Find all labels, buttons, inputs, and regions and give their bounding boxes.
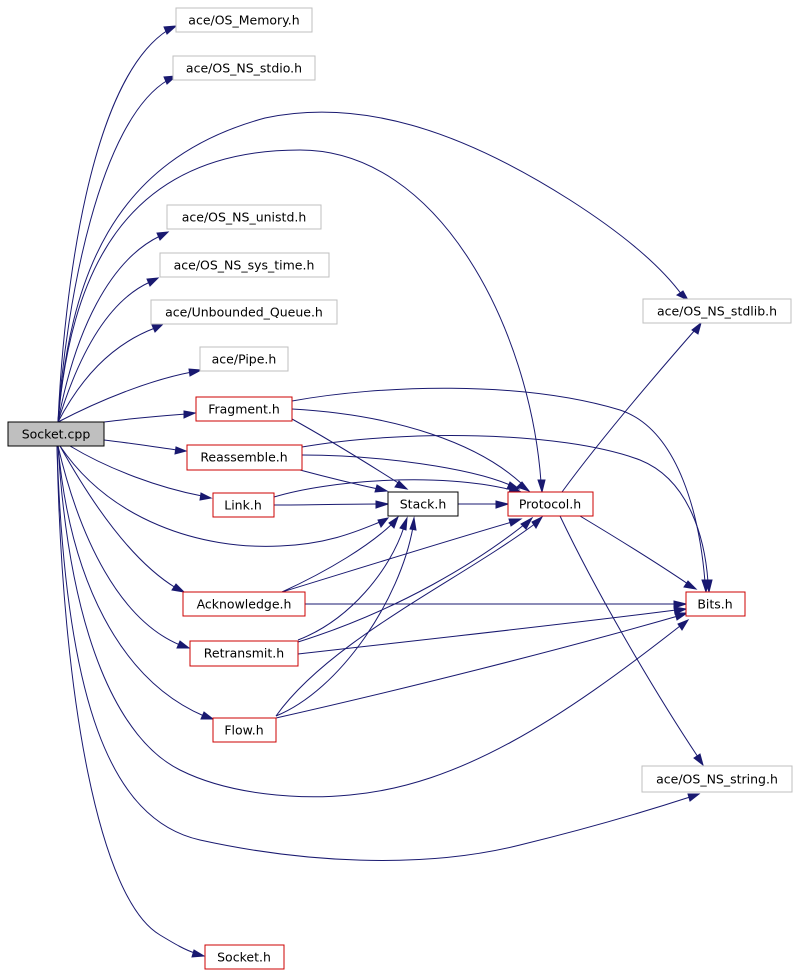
node-label: Acknowledge.h	[197, 597, 292, 612]
node-socket-h[interactable]: Socket.h	[204, 944, 285, 970]
edge-socket-cpp-to-flow	[57, 445, 215, 720]
edge-acknowledge-to-stack	[281, 515, 399, 593]
edge-socket-cpp-to-acknowledge	[59, 445, 186, 593]
edge-reassemble-to-bits	[301, 435, 713, 594]
node-label: Bits.h	[697, 597, 732, 612]
edge-socket-cpp-to-link	[69, 445, 213, 501]
node-label: Socket.cpp	[22, 427, 91, 442]
node-label: Stack.h	[400, 497, 447, 512]
edge-socket-cpp-to-os-ns-unistd	[57, 231, 170, 423]
node-retransmit-h[interactable]: Retransmit.h	[189, 640, 299, 667]
node-label: Link.h	[224, 498, 262, 513]
node-ace-os-ns-sys-time[interactable]: ace/OS_NS_sys_time.h	[159, 252, 330, 278]
edge-fragment-to-stack	[291, 418, 409, 490]
node-socket-cpp[interactable]: Socket.cpp	[7, 421, 105, 447]
edge-protocol-to-bits	[579, 515, 698, 590]
edge-socket-cpp-to-os-ns-stdlib	[57, 111, 690, 423]
edge-flow-to-stack	[275, 516, 417, 717]
node-stack-h[interactable]: Stack.h	[387, 491, 459, 517]
edge-protocol-to-os-ns-stdlib	[561, 321, 702, 493]
edge-socket-cpp-to-socket-h	[56, 445, 206, 958]
node-label: ace/OS_NS_stdlib.h	[657, 304, 777, 319]
node-label: ace/OS_NS_stdio.h	[186, 61, 302, 76]
edge-socket-cpp-to-os-ns-sys-time	[57, 277, 160, 423]
edge-reassemble-to-protocol	[301, 454, 521, 490]
node-acknowledge-h[interactable]: Acknowledge.h	[182, 591, 306, 617]
node-ace-os-ns-string[interactable]: ace/OS_NS_string.h	[641, 765, 793, 793]
edge-link-to-stack	[273, 500, 390, 509]
edge-socket-cpp-to-stack	[59, 445, 390, 547]
edge-socket-cpp-to-bits-arc	[57, 445, 690, 798]
node-ace-os-ns-stdio[interactable]: ace/OS_NS_stdio.h	[172, 55, 316, 81]
node-label: ace/Unbounded_Queue.h	[165, 305, 323, 320]
node-ace-pipe[interactable]: ace/Pipe.h	[199, 346, 289, 372]
node-label: Retransmit.h	[204, 646, 284, 661]
edge-retransmit-to-stack	[297, 516, 408, 641]
edge-acknowledge-to-protocol	[281, 518, 523, 593]
node-reassemble-h[interactable]: Reassemble.h	[186, 444, 303, 471]
node-fragment-h[interactable]: Fragment.h	[195, 396, 293, 422]
node-label: Fragment.h	[208, 402, 280, 417]
edge-protocol-to-os-ns-string	[559, 515, 704, 767]
edge-stack-to-protocol	[458, 500, 510, 509]
edge-socket-cpp-to-fragment	[103, 410, 197, 423]
node-label: Reassemble.h	[200, 450, 287, 465]
edge-acknowledge-to-bits	[305, 600, 688, 609]
edge-socket-cpp-to-os-ns-string	[56, 445, 701, 861]
node-label: Flow.h	[224, 723, 263, 738]
node-label: ace/OS_NS_unistd.h	[182, 210, 307, 225]
edge-flow-to-bits	[275, 612, 689, 719]
node-ace-unbounded-queue[interactable]: ace/Unbounded_Queue.h	[150, 299, 338, 325]
node-bits-h[interactable]: Bits.h	[685, 591, 746, 617]
edge-retransmit-to-bits	[297, 606, 688, 655]
node-label: Protocol.h	[519, 497, 581, 512]
edge-fragment-to-protocol	[291, 408, 531, 492]
node-label: ace/OS_Memory.h	[188, 13, 299, 28]
node-label: ace/Pipe.h	[212, 352, 277, 367]
node-ace-os-ns-stdlib[interactable]: ace/OS_NS_stdlib.h	[642, 298, 792, 324]
node-flow-h[interactable]: Flow.h	[212, 717, 277, 743]
node-protocol-h[interactable]: Protocol.h	[507, 491, 594, 517]
node-label: Socket.h	[217, 950, 271, 965]
edge-socket-cpp-to-pipe	[57, 368, 203, 423]
node-label: ace/OS_NS_sys_time.h	[174, 258, 315, 273]
node-ace-os-memory[interactable]: ace/OS_Memory.h	[175, 7, 313, 33]
edge-socket-cpp-to-protocol-arc	[57, 149, 546, 494]
edge-socket-cpp-to-retransmit	[57, 445, 191, 649]
edge-socket-cpp-to-unbounded-queue	[57, 323, 165, 423]
edge-socket-cpp-to-os-memory	[57, 25, 178, 423]
node-link-h[interactable]: Link.h	[212, 492, 275, 518]
edge-flow-to-protocol	[275, 515, 544, 717]
edge-reassemble-to-stack	[299, 469, 389, 493]
node-ace-os-ns-unistd[interactable]: ace/OS_NS_unistd.h	[166, 204, 322, 230]
edge-retransmit-to-protocol	[297, 516, 534, 643]
edge-socket-cpp-to-reassemble	[103, 439, 188, 455]
node-label: ace/OS_NS_string.h	[656, 772, 778, 787]
edge-fragment-to-bits	[291, 387, 710, 594]
